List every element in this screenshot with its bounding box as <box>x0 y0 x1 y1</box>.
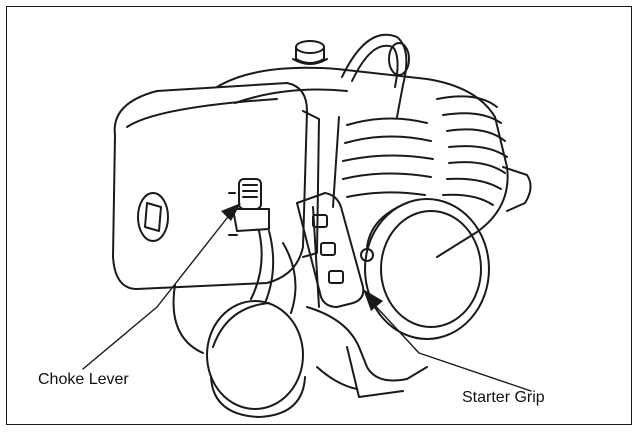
starter-grip-label: Starter Grip <box>462 389 545 406</box>
recoil-starter-housing <box>360 198 490 340</box>
choke-leader-line <box>82 212 232 370</box>
air-cleaner-cover <box>112 82 320 290</box>
fuel-cap <box>292 40 328 65</box>
engine-illustration <box>82 33 532 418</box>
choke-lever-label: Choke Lever <box>38 371 129 388</box>
choke-lever <box>228 178 270 236</box>
fuel-lines <box>250 206 320 314</box>
shroud-vents <box>332 116 434 208</box>
cover-knob-icon <box>137 192 169 242</box>
choke-arrow-icon <box>221 203 241 221</box>
starter-arrow-icon <box>363 289 383 311</box>
callout-leaders <box>82 212 532 392</box>
engine-body <box>216 66 509 258</box>
starter-leader-line <box>368 298 532 392</box>
figure-frame <box>6 6 632 425</box>
starter-grip <box>296 192 365 308</box>
fuel-tank <box>172 284 428 398</box>
cylinder-fins <box>436 95 508 206</box>
fuel-filter-cap <box>206 300 306 418</box>
